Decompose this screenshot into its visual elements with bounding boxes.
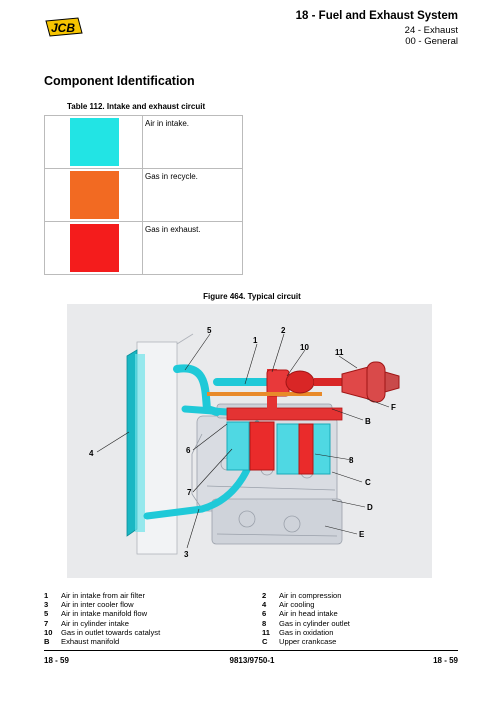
table-caption: Table 112. Intake and exhaust circuit <box>67 102 206 111</box>
footer-page-left: 18 - 59 <box>44 656 69 665</box>
color-swatch-air-intake <box>70 118 119 166</box>
leader-lines <box>96 333 390 549</box>
table-row: Gas in exhaust. <box>44 221 243 275</box>
exhaust-piping <box>207 361 400 475</box>
callout-7: 7 <box>187 488 192 497</box>
footer-page-right: 18 - 59 <box>433 656 458 665</box>
footer-doc-number: 9813/9750-1 <box>229 656 275 665</box>
engine-circuit-figure: 5 2 1 10 11 4 6 7 8 B F C D E 3 <box>67 304 432 578</box>
subsection-subtitle: 00 - General <box>405 36 458 47</box>
figure-caption: Figure 464. Typical circuit <box>203 292 301 301</box>
callout-5: 5 <box>207 326 212 335</box>
table-row: Gas in recycle. <box>44 168 243 222</box>
color-swatch-gas-recycle <box>70 171 119 219</box>
engine-illustration: 5 2 1 10 11 4 6 7 8 B F C D E 3 <box>89 326 400 559</box>
footer-divider <box>44 650 458 651</box>
callout-C: C <box>365 478 371 487</box>
chapter-title: 18 - Fuel and Exhaust System <box>295 10 458 22</box>
page-title: Component Identification <box>44 74 195 88</box>
section-subtitle: 24 - Exhaust <box>404 25 458 36</box>
circuit-color-key-table: Air in intake. Gas in recycle. Gas in ex… <box>44 115 243 275</box>
callout-F: F <box>391 403 396 412</box>
callout-10: 10 <box>300 343 309 352</box>
table-cell-label: Air in intake. <box>142 115 243 169</box>
callout-8: 8 <box>349 456 354 465</box>
jcb-logo: JCB <box>45 17 83 37</box>
table-cell-label: Gas in recycle. <box>142 168 243 222</box>
callout-2: 2 <box>281 326 286 335</box>
callout-1: 1 <box>253 336 258 345</box>
callout-labels: 5 2 1 10 11 4 6 7 8 B F C D E 3 <box>89 326 396 559</box>
callout-B: B <box>365 417 371 426</box>
logo-text: JCB <box>51 21 75 35</box>
table-cell-label: Gas in exhaust. <box>142 221 243 275</box>
callout-E: E <box>359 530 365 539</box>
callout-11: 11 <box>335 348 344 357</box>
color-swatch-gas-exhaust <box>70 224 119 272</box>
callout-6: 6 <box>186 446 191 455</box>
callout-4: 4 <box>89 449 94 458</box>
table-row: Air in intake. <box>44 115 243 169</box>
callout-3: 3 <box>184 550 189 559</box>
callout-D: D <box>367 503 373 512</box>
radiator <box>126 333 194 555</box>
catalyst <box>341 361 400 403</box>
